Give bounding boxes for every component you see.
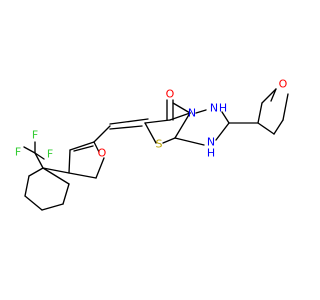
bond xyxy=(24,195,43,211)
bond xyxy=(28,167,44,177)
bond xyxy=(68,149,71,174)
bond xyxy=(144,122,157,144)
bond xyxy=(162,137,176,144)
bonds xyxy=(23,88,289,211)
atom-label-nh-top-h: H xyxy=(219,102,227,115)
atom-label-f3: F xyxy=(47,148,53,161)
bond xyxy=(282,93,289,121)
bond xyxy=(261,88,277,104)
atom-label-f1: F xyxy=(15,146,21,159)
bond xyxy=(62,183,70,205)
bond xyxy=(273,119,284,135)
atom-label-f2: F xyxy=(32,129,38,142)
bond xyxy=(93,125,111,143)
atom-label-s: S xyxy=(156,138,163,151)
atom-label-nh-bottom: N xyxy=(207,136,215,149)
bond xyxy=(221,111,230,124)
bond xyxy=(144,119,171,124)
bond xyxy=(73,145,94,152)
atom-label-o-carbonyl: O xyxy=(166,88,175,101)
bond xyxy=(34,152,44,169)
bond xyxy=(174,137,205,146)
atom-label-nh-bottom-h: H xyxy=(207,147,215,160)
bond xyxy=(24,175,30,197)
bond xyxy=(257,102,263,124)
bond xyxy=(34,152,45,160)
atom-labels: O N N H N H S O O F F F xyxy=(15,78,288,161)
atom-label-o-furan-methyl: O xyxy=(279,78,288,91)
bond xyxy=(42,167,70,185)
bond xyxy=(195,109,207,114)
bond xyxy=(68,172,97,179)
bond xyxy=(257,122,275,135)
molecule-structure: O N N H N H S O O F F F xyxy=(15,78,289,211)
bond xyxy=(215,122,230,141)
bond xyxy=(109,118,149,125)
bond xyxy=(109,125,143,130)
atom-label-n-ring: N xyxy=(188,107,196,120)
bond xyxy=(93,141,100,153)
atom-label-nh-top: N xyxy=(210,102,218,115)
atom-label-o-furan-linker: O xyxy=(98,147,107,160)
bond xyxy=(174,112,191,139)
bond xyxy=(23,146,36,154)
bond xyxy=(169,112,191,121)
bond xyxy=(172,102,191,114)
bond xyxy=(41,203,64,211)
bond xyxy=(69,141,95,151)
bond xyxy=(95,157,105,179)
bond xyxy=(270,88,277,102)
bond xyxy=(42,167,70,174)
